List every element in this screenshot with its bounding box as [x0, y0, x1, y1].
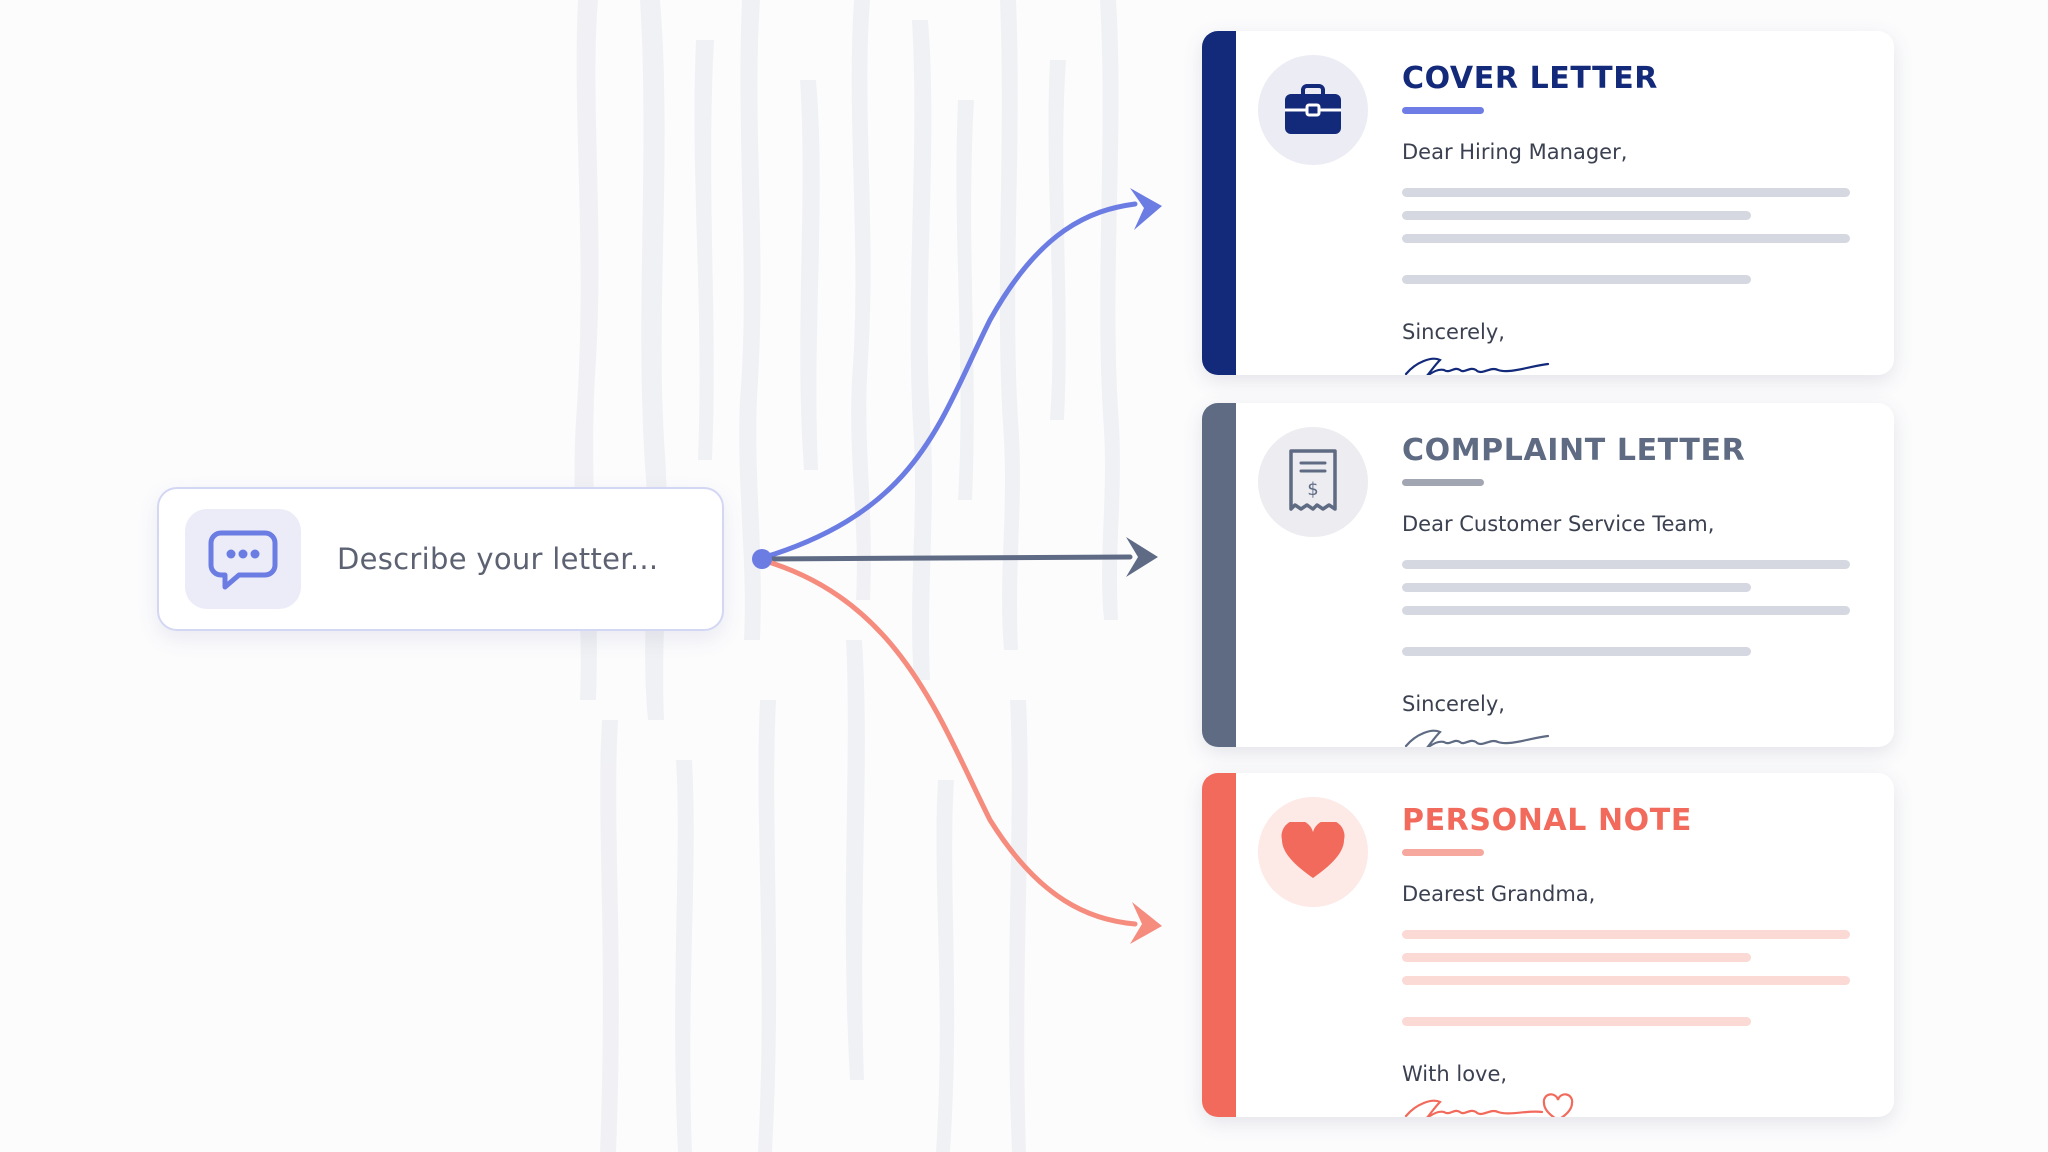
- title-underline: [1402, 107, 1484, 114]
- signature-scribble-heart: [1404, 1093, 1574, 1117]
- title-underline: [1402, 479, 1484, 486]
- title-underline: [1402, 849, 1484, 856]
- text-placeholder-line: [1402, 606, 1850, 615]
- text-placeholder-line: [1402, 234, 1850, 243]
- arrow-head-personal: [1130, 902, 1162, 944]
- arrow-head-complaint: [1126, 537, 1158, 577]
- card-accent-bar: [1202, 403, 1236, 747]
- card-icon-circle: $: [1258, 427, 1368, 537]
- text-placeholder-line: [1402, 275, 1752, 284]
- card-closing: Sincerely,: [1402, 692, 1505, 716]
- prompt-placeholder: Describe your letter...: [337, 542, 659, 576]
- text-placeholder-line: [1402, 647, 1752, 656]
- arrow-to-personal-note: [759, 557, 1138, 927]
- briefcase-icon: [1285, 84, 1341, 134]
- chat-bubble-icon: [208, 530, 278, 590]
- text-placeholder-line: [1402, 211, 1752, 220]
- card-accent-bar: [1202, 773, 1236, 1117]
- text-placeholder-line: [1402, 976, 1850, 985]
- complaint-letter-card[interactable]: $ COMPLAINT LETTER Dear Customer Service…: [1202, 403, 1894, 747]
- prompt-icon-container: [185, 509, 301, 609]
- receipt-icon: $: [1289, 449, 1337, 511]
- card-closing: With love,: [1402, 1062, 1508, 1086]
- text-placeholder-line: [1402, 560, 1850, 569]
- arrow-to-complaint-letter: [759, 554, 1133, 562]
- card-icon-circle: [1258, 797, 1368, 907]
- svg-text:$: $: [1307, 479, 1318, 500]
- card-greeting: Dear Hiring Manager,: [1402, 140, 1628, 164]
- card-accent-bar: [1202, 31, 1236, 375]
- card-title: COMPLAINT LETTER: [1402, 433, 1746, 468]
- card-title: COVER LETTER: [1402, 61, 1658, 96]
- arrow-head-cover: [1130, 188, 1162, 230]
- card-greeting: Dear Customer Service Team,: [1402, 512, 1715, 536]
- prompt-input-box[interactable]: Describe your letter...: [157, 487, 724, 631]
- text-placeholder-line: [1402, 583, 1752, 592]
- card-greeting: Dearest Grandma,: [1402, 882, 1596, 906]
- text-placeholder-line: [1402, 1017, 1752, 1026]
- heart-icon: [1281, 822, 1345, 878]
- cover-letter-card[interactable]: COVER LETTER Dear Hiring Manager, Sincer…: [1202, 31, 1894, 375]
- signature-scribble: [1404, 357, 1550, 375]
- arrow-to-cover-letter: [759, 201, 1138, 561]
- personal-note-card[interactable]: PERSONAL NOTE Dearest Grandma, With love…: [1202, 773, 1894, 1117]
- card-icon-circle: [1258, 55, 1368, 165]
- text-placeholder-line: [1402, 188, 1850, 197]
- card-closing: Sincerely,: [1402, 320, 1505, 344]
- text-placeholder-line: [1402, 953, 1752, 962]
- signature-scribble: [1404, 729, 1550, 747]
- card-title: PERSONAL NOTE: [1402, 803, 1692, 838]
- text-placeholder-line: [1402, 930, 1850, 939]
